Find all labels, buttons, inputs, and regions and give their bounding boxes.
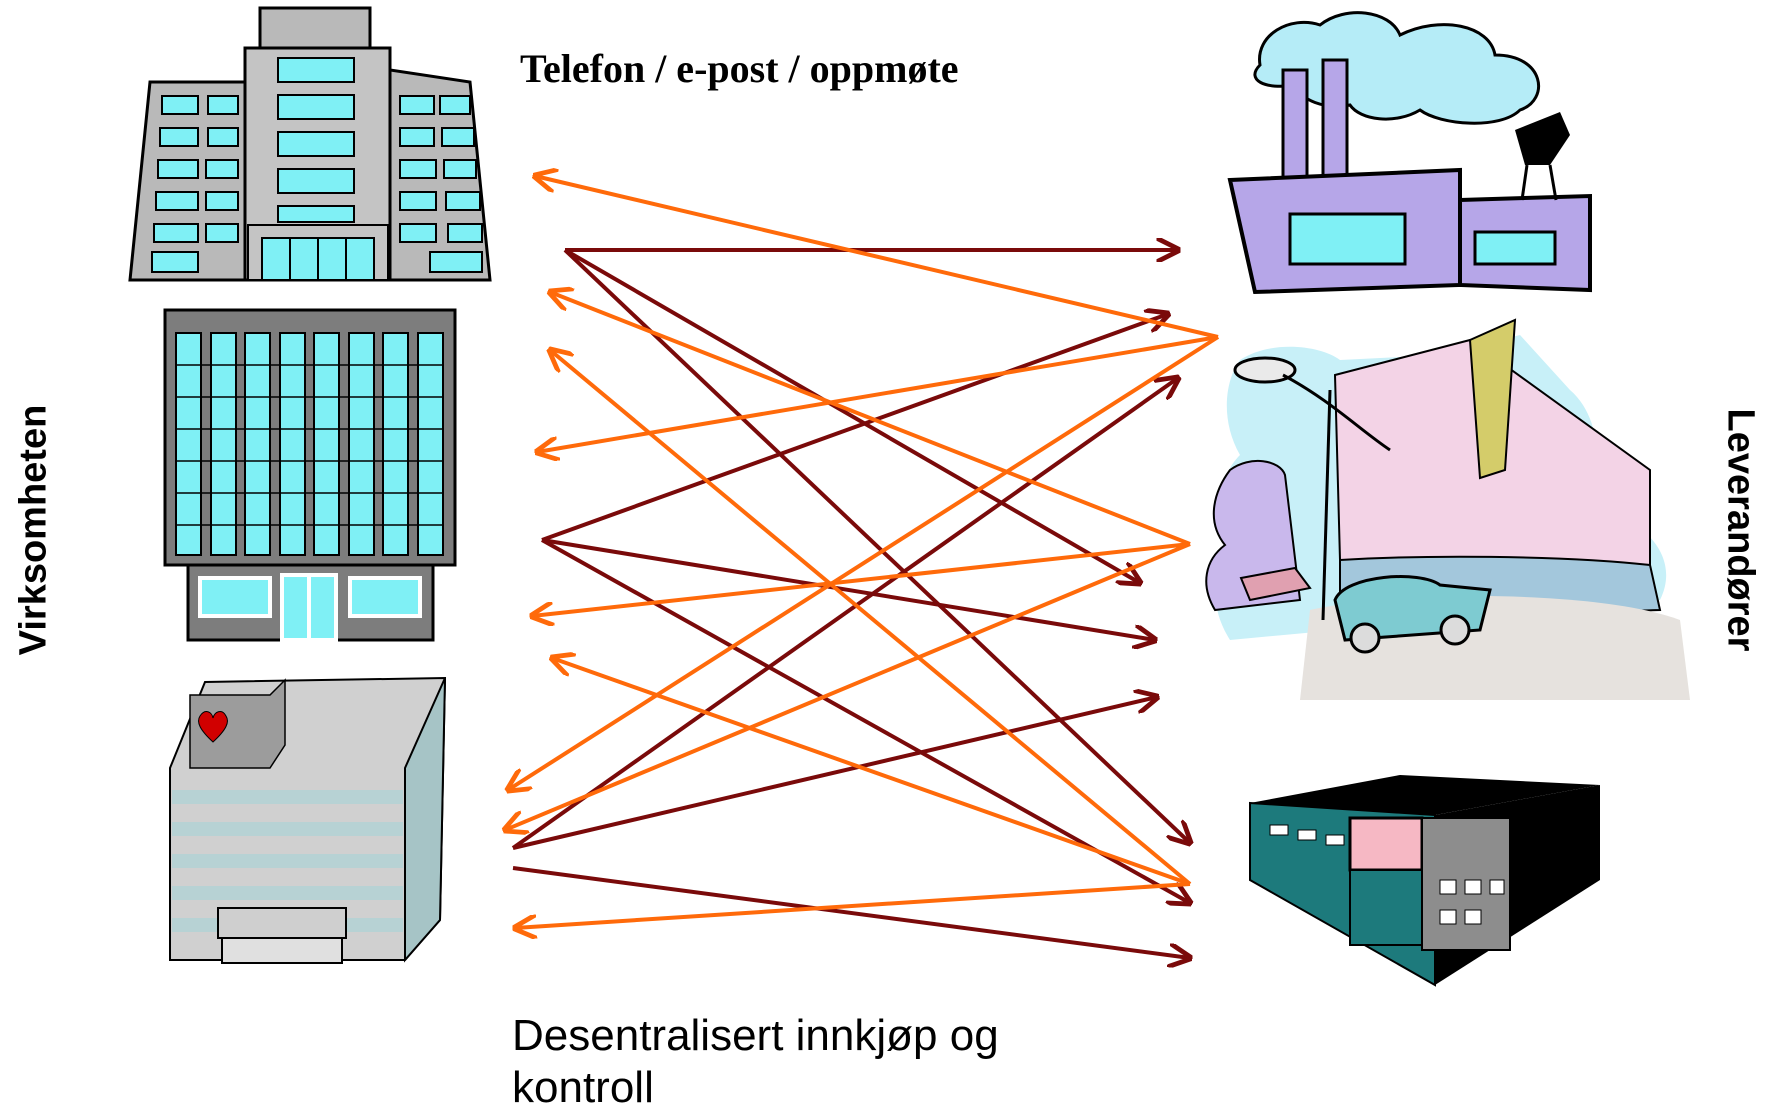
outgoing-arrow — [541, 538, 1190, 903]
outgoing-arrow — [512, 697, 1157, 850]
office-tower-icon — [128, 6, 492, 282]
incoming-arrow — [532, 542, 1191, 616]
incoming-arrow — [535, 176, 1219, 339]
incoming-arrow — [550, 292, 1191, 546]
diagram-title: Telefon / e-post / oppmøte — [520, 46, 959, 91]
arrow-group — [505, 176, 1220, 958]
outgoing-arrow — [563, 248, 1140, 583]
outgoing-arrow — [512, 866, 1190, 958]
shopping-center-icon — [1205, 318, 1690, 700]
outgoing-arrow — [541, 538, 1155, 640]
left-side-label: Virksomheten — [12, 404, 55, 656]
incoming-arrow — [550, 350, 1192, 886]
incoming-arrow — [508, 335, 1220, 790]
incoming-arrow — [537, 335, 1219, 452]
bottom-caption-line-2: kontroll — [512, 1063, 654, 1112]
factory-icon — [1227, 11, 1592, 295]
outgoing-arrow — [511, 378, 1178, 850]
incoming-arrow — [552, 658, 1191, 886]
bottom-caption-line-1: Desentralisert innkjøp og — [512, 1011, 999, 1060]
incoming-arrow — [505, 542, 1191, 830]
glass-office-building-icon — [163, 308, 457, 642]
hospital-building-icon — [169, 676, 447, 964]
outgoing-arrow — [541, 314, 1168, 542]
incoming-arrow — [515, 882, 1191, 928]
store-building-icon — [1249, 775, 1600, 987]
bottom-caption: Desentralisert innkjøp og kontroll — [512, 1010, 1112, 1114]
right-side-label: Leverandører — [1719, 408, 1762, 652]
outgoing-arrow — [563, 248, 1190, 843]
